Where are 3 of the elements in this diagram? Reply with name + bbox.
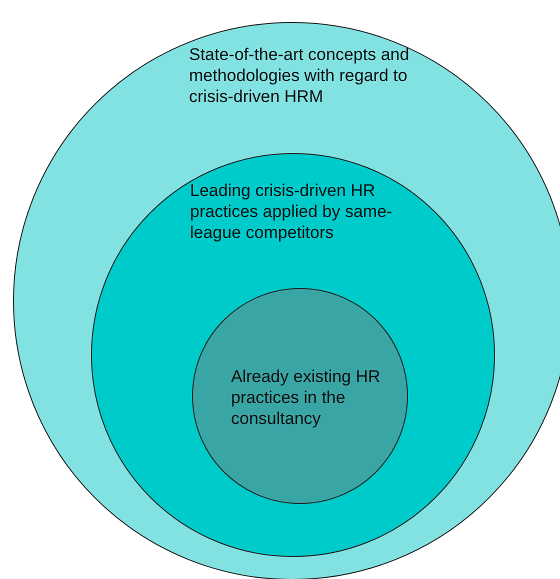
region-label: Already existing HR practices in the consultancy [231,366,381,429]
region-label: Leading crisis-driven HR practices applied by same-league competitors [190,180,394,243]
region-label: State-of-the-art concepts and methodologies with regard to crisis-driven HRM [189,44,410,107]
